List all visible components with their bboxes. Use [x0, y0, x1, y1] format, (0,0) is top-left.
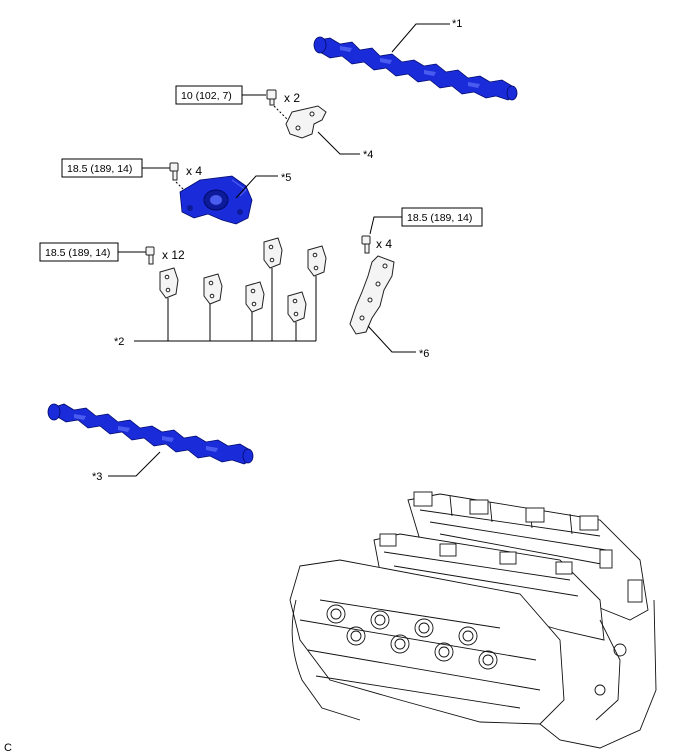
quantity-bracket: x 4: [186, 164, 202, 178]
bearing-cap: [159, 267, 179, 299]
camshaft-1: [313, 36, 518, 101]
callout-6: *6: [419, 348, 429, 360]
bolt-bracket: [169, 162, 179, 181]
figure-corner-label: C: [4, 742, 12, 754]
bolt-top: [266, 89, 277, 106]
housing-6: [349, 255, 395, 335]
callout-3: *3: [92, 471, 102, 483]
plate-4: [285, 105, 327, 139]
bearing-cap: [287, 291, 307, 323]
bearing-cap: [263, 237, 283, 269]
engine-block: [289, 491, 657, 749]
callout-1: *1: [452, 18, 462, 30]
quantity-housing: x 4: [376, 237, 392, 251]
bolt-caps: [145, 246, 155, 265]
torque-value-caps: 18.5 (189, 14): [45, 247, 110, 259]
quantity-caps: x 12: [162, 248, 185, 262]
camshaft-3: [47, 403, 254, 465]
bearing-cap: [245, 281, 265, 313]
quantity-top: x 2: [284, 91, 300, 105]
torque-value-housing: 18.5 (189, 14): [407, 212, 472, 224]
torque-value-top: 10 (102, 7): [181, 90, 232, 102]
bearing-cap: [203, 273, 223, 305]
callout-5: *5: [281, 172, 291, 184]
callout-2: *2: [114, 336, 124, 348]
housing-5: [179, 175, 253, 225]
torque-value-bracket: 18.5 (189, 14): [67, 163, 132, 175]
callout-4: *4: [363, 149, 373, 161]
bolt-housing: [361, 235, 371, 254]
bearing-cap: [307, 245, 327, 277]
